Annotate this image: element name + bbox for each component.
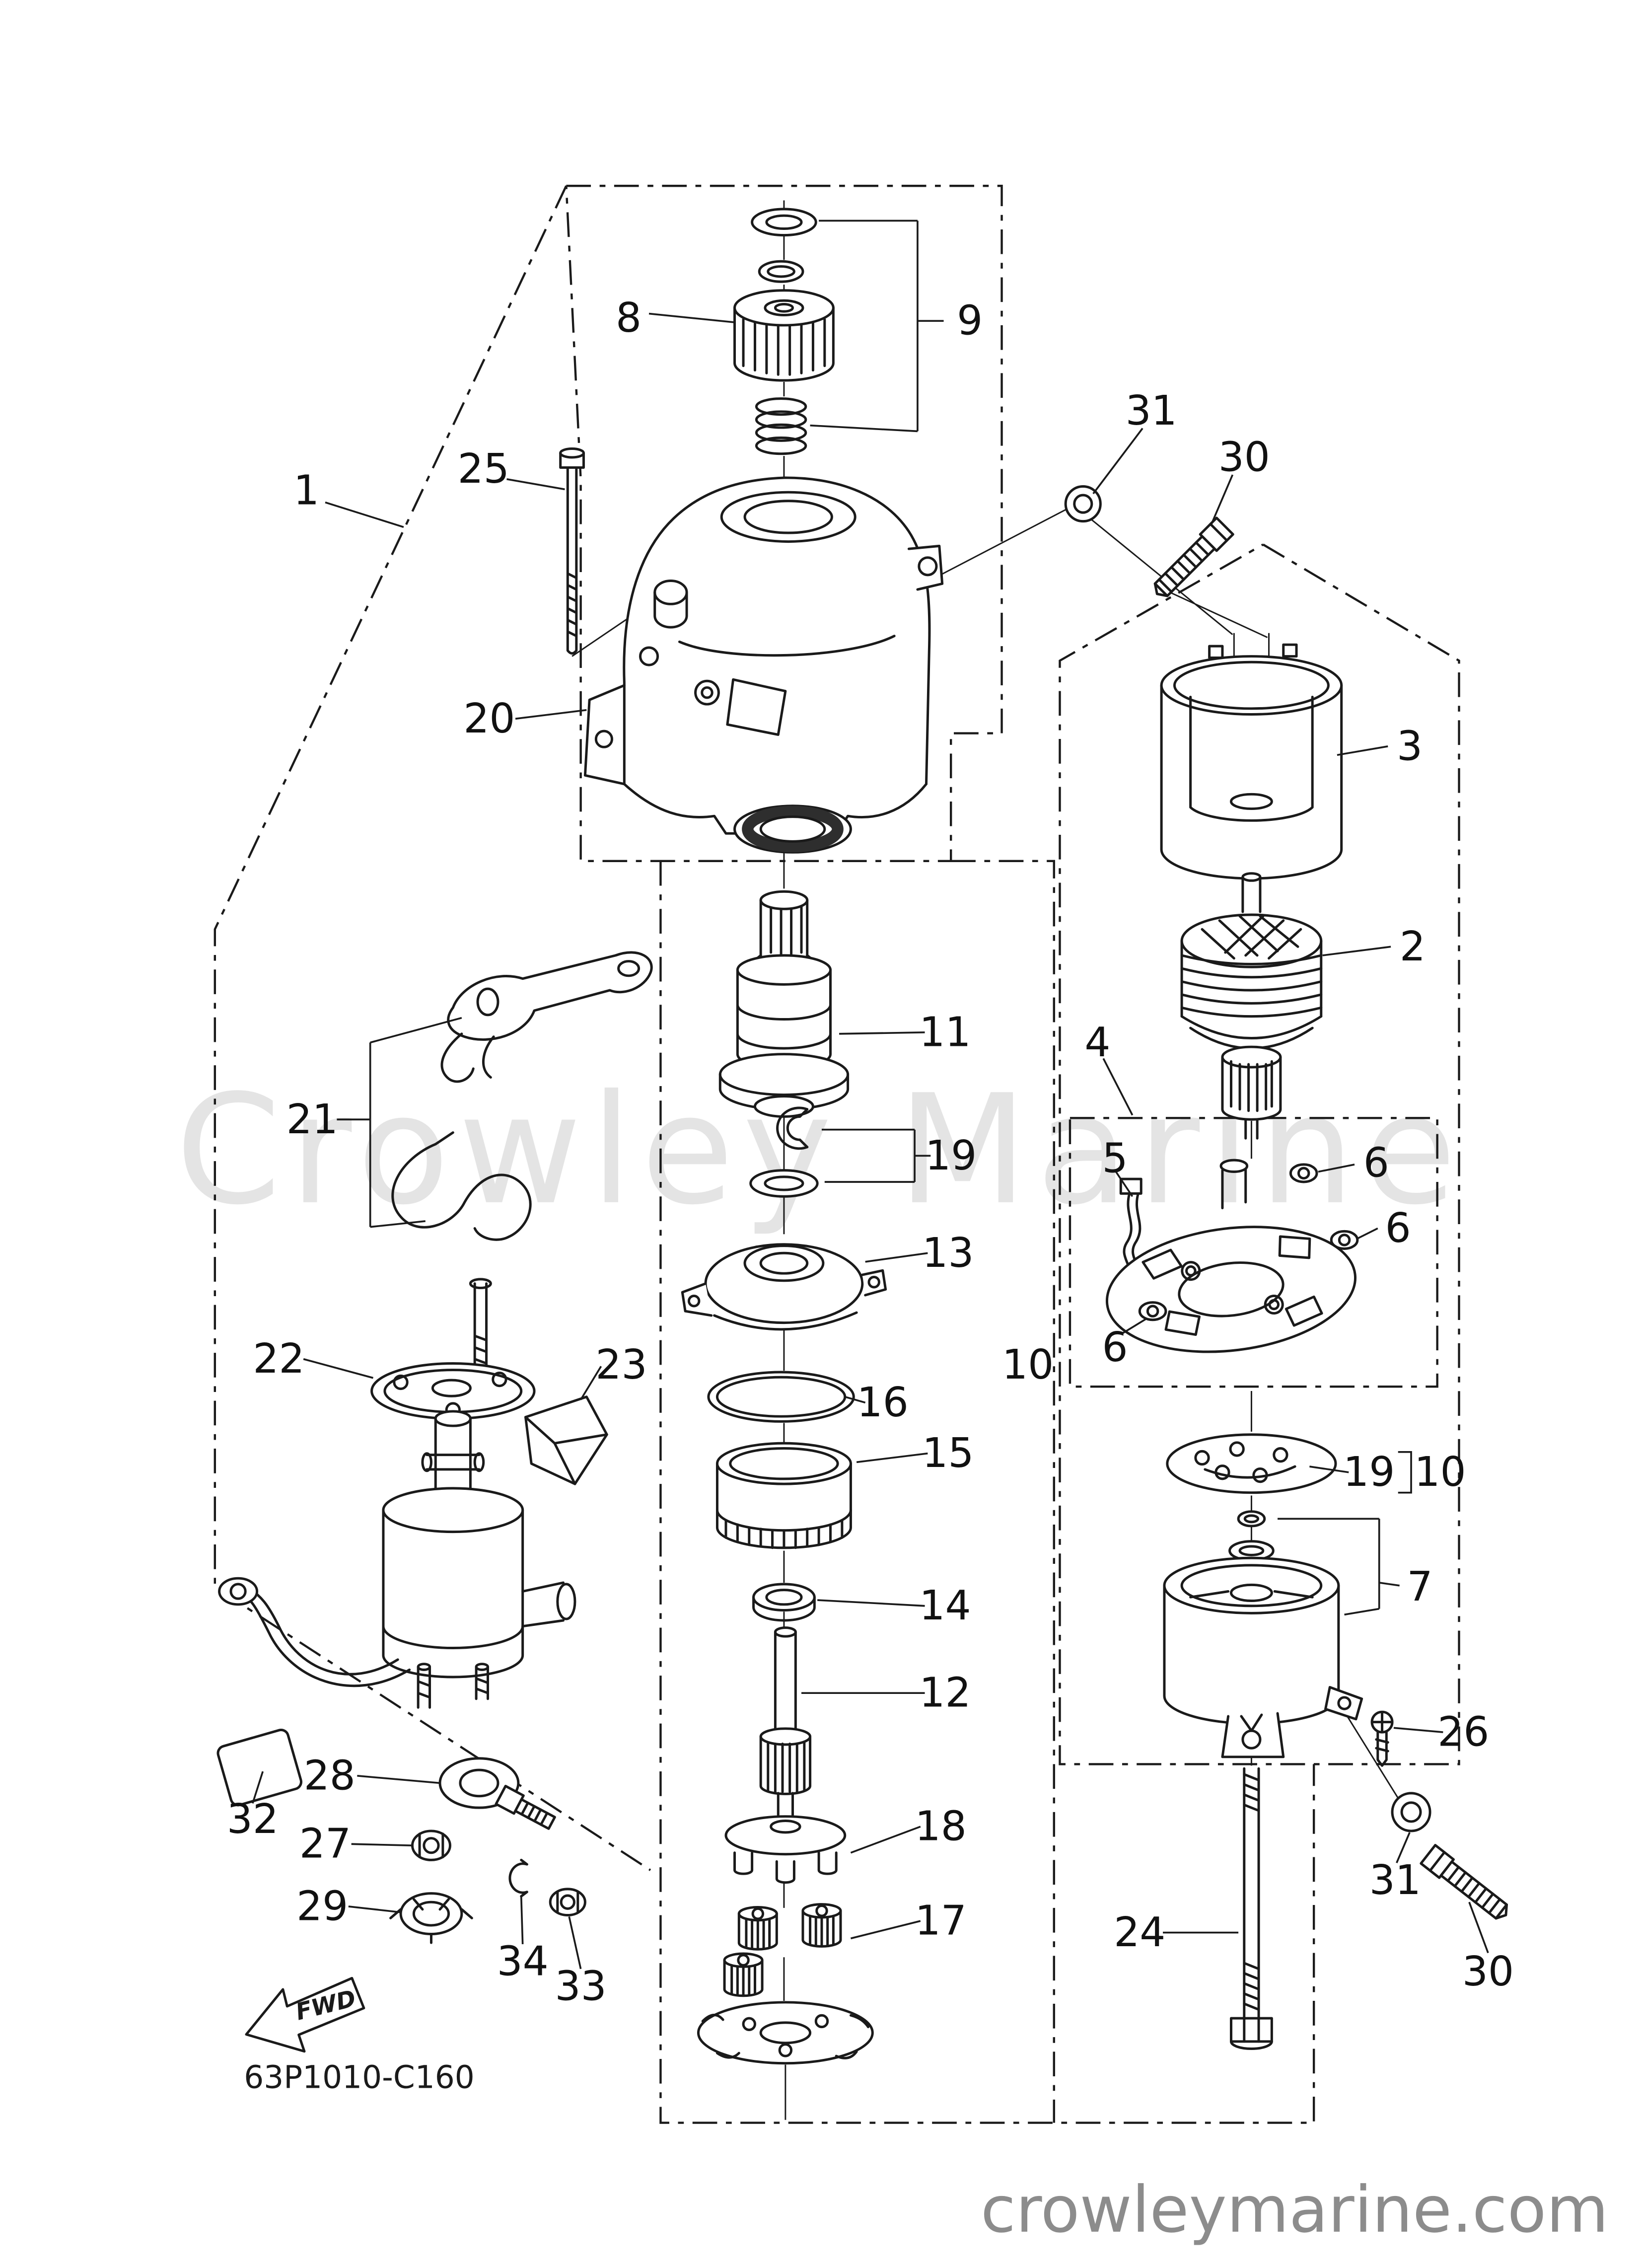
part-15-serrated-ring: [715, 1442, 852, 1549]
callout-3: 3: [1397, 723, 1423, 770]
part-31-washer-top: [1064, 485, 1102, 523]
callout-2: 2: [1400, 923, 1426, 970]
part-21-fork-lever: [440, 951, 653, 1083]
website-text: crowleymarine.com: [981, 2173, 1609, 2247]
part-11-pinion-drive: [718, 890, 850, 1118]
callout-32: 32: [227, 1796, 279, 1843]
callout-5: 5: [1102, 1135, 1128, 1182]
part-33-nut: [549, 1888, 586, 1916]
part-19-e-clip: [776, 1106, 809, 1150]
callout-26: 26: [1437, 1709, 1489, 1756]
part-32-label: [216, 1729, 302, 1807]
callout-22: 22: [253, 1335, 304, 1383]
callout-31-bottom: 31: [1369, 1857, 1421, 1904]
callout-27: 27: [299, 1821, 351, 1868]
fwd-arrow: FWD: [245, 1976, 365, 2053]
callout-23: 23: [595, 1341, 647, 1389]
part-31-washer-bottom: [1391, 1792, 1431, 1832]
callout-6-b: 6: [1385, 1205, 1411, 1252]
part-29-retainer-cap: [389, 1892, 473, 1944]
callout-8: 8: [616, 294, 642, 342]
part-27-nut: [411, 1829, 451, 1861]
part-21-spring-wire: [391, 1131, 532, 1241]
callout-10-mid: 10: [1002, 1341, 1054, 1389]
part-16-gasket: [707, 1371, 855, 1423]
callout-14: 14: [919, 1582, 971, 1629]
part-7-oring: [1237, 1510, 1266, 1528]
part-30-bolt-bottom: [1420, 1844, 1508, 1920]
assembly-boundaries: [214, 185, 1460, 2124]
part-20-housing: [583, 476, 944, 835]
callout-10-right: 10: [1414, 1449, 1466, 1496]
callout-11: 11: [919, 1009, 971, 1056]
callout-4: 4: [1084, 1019, 1110, 1066]
part-6-nut-c: [1138, 1301, 1167, 1321]
callout-25: 25: [458, 445, 509, 493]
callout-24: 24: [1114, 1909, 1165, 1956]
callout-6-c: 6: [1102, 1324, 1128, 1371]
part-6-nut-b: [1330, 1230, 1359, 1250]
part-14-spacer: [752, 1583, 816, 1622]
part-4-brush-holder: [1105, 1159, 1356, 1353]
part-19-washer: [749, 1169, 819, 1198]
part-24-through-stud: [1229, 1767, 1273, 2050]
callout-19-right: 19: [1343, 1449, 1395, 1496]
callout-30-bottom: 30: [1462, 1948, 1514, 1995]
part-17-planet-gears: [723, 1903, 842, 1997]
part-12-shaft: [759, 1626, 812, 1817]
callout-7: 7: [1407, 1563, 1433, 1610]
part-2-armature: [1180, 872, 1323, 1140]
callout-17: 17: [915, 1898, 967, 1945]
part-22-solenoid: [218, 1278, 576, 1709]
part-34-clip: [508, 1858, 528, 1898]
part-25-bolt: [559, 447, 585, 655]
part-7-end-bracket: [1163, 1556, 1363, 1758]
part-8-pinion-gear: [733, 289, 835, 382]
diagram-code: 63P1010-C160: [244, 2059, 474, 2095]
callout-15: 15: [922, 1430, 974, 1477]
part-13-end-cover: [681, 1243, 887, 1331]
callouts: 8 9 1 25 31 30 20 3 2 11 4 21 19 5 6 6 1…: [227, 294, 1514, 2010]
part-20-bearing: [733, 805, 852, 854]
part-3-motor-frame: [1160, 643, 1343, 880]
callout-31-top: 31: [1126, 387, 1177, 435]
part-30-bolt-top: [1153, 516, 1234, 597]
callout-20: 20: [463, 695, 515, 742]
part-19-plate-right: [1166, 1433, 1337, 1494]
callout-12: 12: [919, 1670, 971, 1717]
callout-18: 18: [915, 1803, 967, 1850]
part-18-carrier-plate: [724, 1815, 847, 1884]
part-17-ring-plate: [697, 2001, 874, 2065]
part-9-spring: [755, 397, 807, 455]
part-9-washer: [751, 208, 817, 237]
part-26-screw: [1370, 1710, 1394, 1767]
callout-6-a: 6: [1363, 1139, 1389, 1186]
callout-29: 29: [296, 1883, 348, 1930]
callout-9: 9: [957, 297, 983, 345]
callout-28: 28: [304, 1752, 356, 1799]
callout-16: 16: [857, 1379, 909, 1426]
part-6-nut-a: [1289, 1163, 1318, 1183]
part-9-oring: [758, 260, 804, 283]
callout-21: 21: [286, 1096, 338, 1143]
part-28-terminal: [438, 1757, 556, 1830]
leader-lines: [252, 219, 1489, 1970]
callout-34: 34: [497, 1938, 549, 1985]
part-23-wedge: [524, 1395, 608, 1485]
callout-19-mid: 19: [925, 1132, 977, 1179]
callout-13: 13: [922, 1230, 974, 1277]
callout-33: 33: [555, 1963, 607, 2010]
callout-1: 1: [293, 467, 319, 514]
callout-30-top: 30: [1218, 434, 1270, 481]
